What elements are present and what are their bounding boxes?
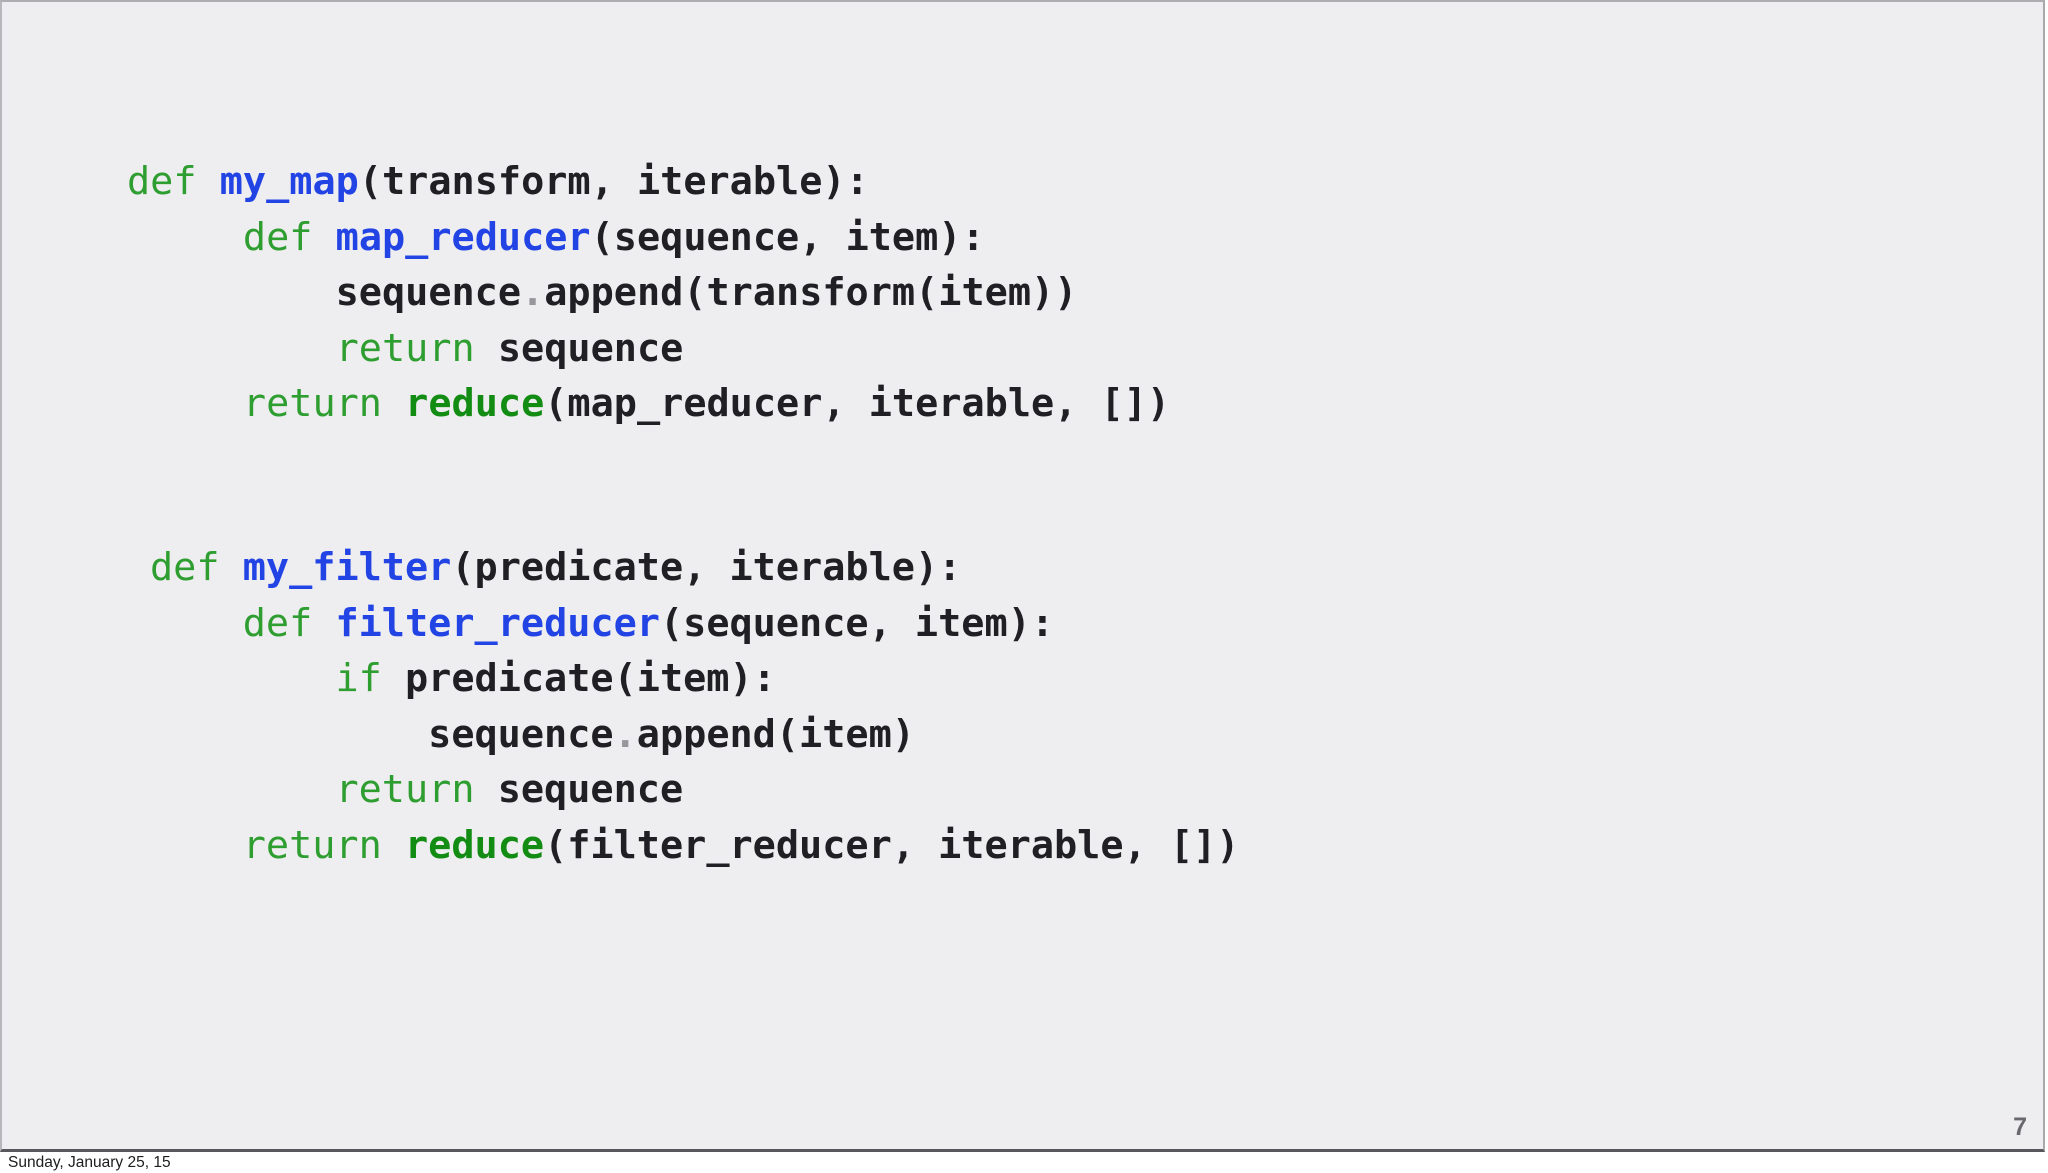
footer-strip: Sunday, January 25, 15: [0, 1152, 2048, 1173]
code-line: return reduce(filter_reducer, iterable, …: [242, 822, 1240, 868]
slide-page-number: 7: [2013, 1113, 2027, 1141]
code-line: return reduce(map_reducer, iterable, []): [242, 381, 1171, 426]
code-line: sequence.append(transform(item)): [127, 270, 1078, 315]
code-line: sequence.append(item): [150, 711, 915, 757]
code-line: def my_filter(predicate, iterable):: [150, 545, 962, 590]
code-block-my-filter: def my_filter(predicate, iterable): def …: [150, 540, 1239, 873]
code-block-my-map: def my_map(transform, iterable): def map…: [127, 154, 1170, 432]
code-line: return sequence: [335, 767, 684, 812]
footer-date: Sunday, January 25, 15: [8, 1154, 171, 1171]
code-line: if predicate(item):: [335, 656, 776, 701]
code-line: def map_reducer(sequence, item):: [242, 214, 985, 260]
code-line: return sequence: [335, 325, 684, 371]
code-line: def my_map(transform, iterable):: [127, 159, 869, 204]
code-line: def filter_reducer(sequence, item):: [242, 600, 1055, 646]
